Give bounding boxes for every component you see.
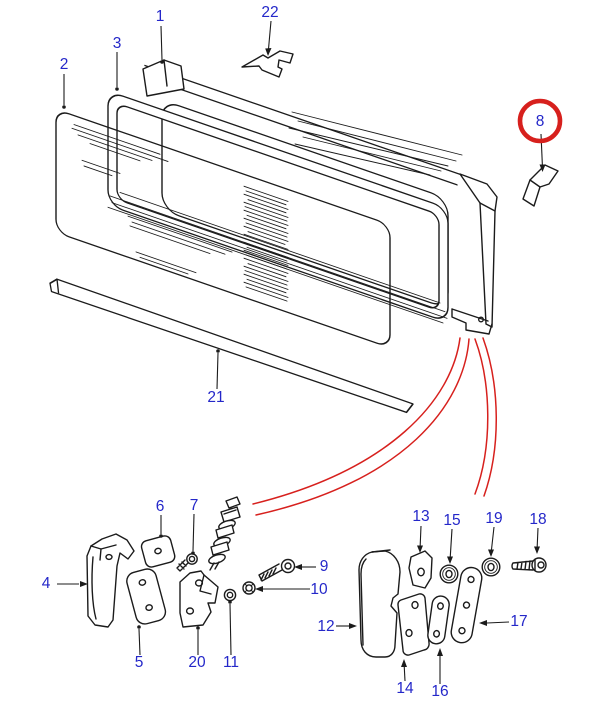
callout-15[interactable]: 15 xyxy=(443,512,460,529)
part-3-seal xyxy=(107,94,449,319)
part-9-bolt xyxy=(258,558,296,582)
part-19-washer xyxy=(481,557,501,577)
callout-5[interactable]: 5 xyxy=(135,654,144,671)
callout-9[interactable]: 9 xyxy=(320,558,329,575)
callout-10[interactable]: 10 xyxy=(310,581,328,598)
part-11-washer xyxy=(223,588,237,602)
part-15-washer xyxy=(439,564,459,584)
callout-11[interactable]: 11 xyxy=(223,654,239,671)
part-16-link xyxy=(427,595,450,645)
callout-1[interactable]: 1 xyxy=(156,8,165,25)
highlight-circle xyxy=(517,98,563,144)
callout-7[interactable]: 7 xyxy=(190,497,199,514)
callout-3[interactable]: 3 xyxy=(113,35,122,52)
callout-2[interactable]: 2 xyxy=(60,56,69,73)
part-18-bolt xyxy=(511,557,547,573)
part-14-plate xyxy=(397,593,430,656)
callout-4[interactable]: 4 xyxy=(42,575,51,592)
callout-22[interactable]: 22 xyxy=(261,4,278,21)
callout-19[interactable]: 19 xyxy=(485,510,502,527)
callout-21[interactable]: 21 xyxy=(207,389,224,406)
callout-13[interactable]: 13 xyxy=(412,508,429,525)
part-20-bracket xyxy=(179,570,219,628)
part-8-clip xyxy=(522,164,559,207)
part-10-nut xyxy=(242,581,256,595)
callout-6[interactable]: 6 xyxy=(156,498,165,515)
part-13-shield-plate xyxy=(408,550,433,589)
part-20-pin-assembly xyxy=(208,496,241,571)
leader-lines xyxy=(57,20,546,684)
part-7-screw xyxy=(176,553,198,572)
callout-17[interactable]: 17 xyxy=(510,613,527,630)
callout-16[interactable]: 16 xyxy=(431,683,448,700)
callout-12[interactable]: 12 xyxy=(317,618,334,635)
callout-14[interactable]: 14 xyxy=(396,680,414,697)
part-17-link-plate xyxy=(450,566,483,644)
part-5-plate xyxy=(126,568,167,625)
part-2-glass xyxy=(55,112,391,345)
part-4-hinge-cover xyxy=(86,533,135,628)
part-6-pad xyxy=(140,535,176,568)
part-1-frame-detail xyxy=(142,59,498,335)
part-22-bracket xyxy=(241,50,294,78)
latch-hardware-group xyxy=(358,549,547,658)
part-21-strip xyxy=(49,278,414,414)
callout-18[interactable]: 18 xyxy=(529,511,546,528)
callout-labels: 1 2 3 21 22 8 4 5 6 7 20 11 10 9 12 13 1… xyxy=(42,4,547,700)
glass-shading-block xyxy=(243,185,289,302)
red-leader-curves xyxy=(252,337,497,516)
part-1-frame-top xyxy=(144,64,461,305)
window-assembly xyxy=(49,64,461,414)
callout-8[interactable]: 8 xyxy=(536,113,545,130)
hinge-hardware-group xyxy=(86,496,296,628)
callout-20[interactable]: 20 xyxy=(188,654,206,671)
part-12-pad xyxy=(358,549,401,658)
